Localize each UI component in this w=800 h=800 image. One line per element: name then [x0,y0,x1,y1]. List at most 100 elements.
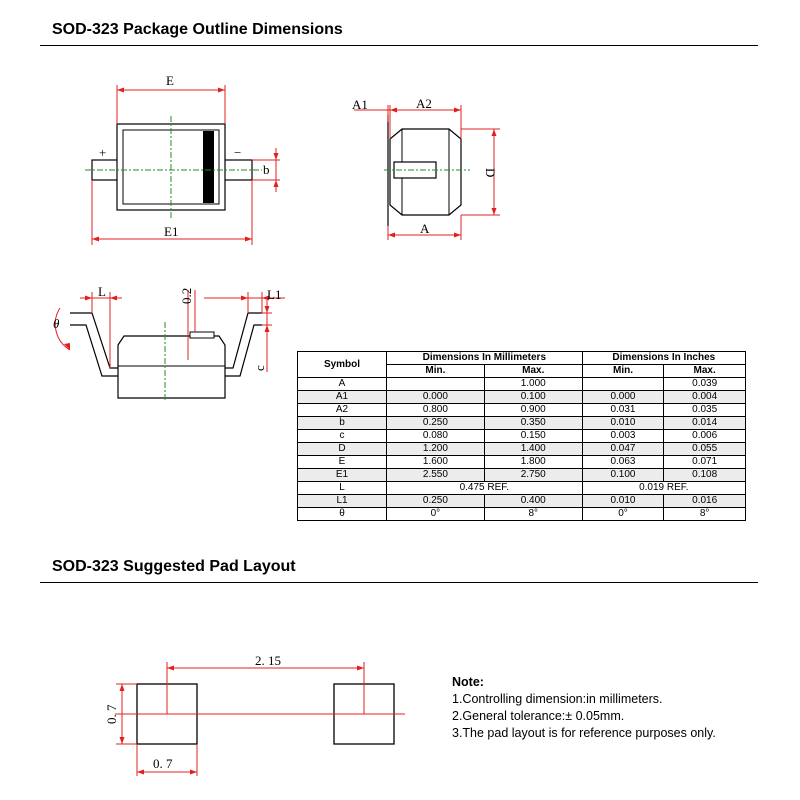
table-row: A1 0.000 0.100 0.000 0.004 [297,390,746,404]
cell-in-min: 0.100 [581,468,665,482]
plus-mark: + [99,145,106,160]
pad-section-rule [40,582,758,583]
cell-in-max: 0.014 [663,416,746,430]
cell-in-min: 0.031 [581,403,665,417]
label-pad-height: 0. 7 [104,704,119,724]
cell-in-max: 0.039 [663,377,746,391]
cell-in-max: 0.016 [663,494,746,508]
label-L1: L1 [267,287,281,302]
cell-symbol: A2 [297,403,387,417]
cell-mm-max: 0.400 [483,494,583,508]
label-b: b [263,162,270,177]
table-row: b 0.250 0.350 0.010 0.014 [297,416,746,430]
label-0-2: 0.2 [179,288,194,304]
cell-mm-max: 1.400 [483,442,583,456]
front-view-left-lead [70,312,120,369]
table-row: c 0.080 0.150 0.003 0.006 [297,429,746,443]
cell-mm-max: 0.350 [483,416,583,430]
cell-in-min: 0.000 [581,390,665,404]
label-D: D [483,168,498,177]
mm-header: Dimensions In Millimeters [386,351,583,365]
table-row: E 1.600 1.800 0.063 0.071 [297,455,746,469]
cell-symbol: E [297,455,387,469]
cell-symbol: A [297,377,387,391]
cell-mm-max: 1.000 [483,377,583,391]
cell-symbol: b [297,416,387,430]
cell-in-max: 0.006 [663,429,746,443]
cell-in-max: 0.108 [663,468,746,482]
cell-mm-min: 1.600 [386,455,485,469]
label-A: A [420,221,430,236]
cell-mm-min: 0.080 [386,429,485,443]
cell-in-min: 0.047 [581,442,665,456]
side-view-drawing: A1 A2 A D [352,96,500,240]
label-pad-width: 0. 7 [153,756,173,771]
cell-mm-max: 0.900 [483,403,583,417]
cell-mm-ref: 0.475 REF. [386,481,583,495]
note-line: 3.The pad layout is for reference purpos… [452,726,716,740]
cell-mm-max: 8° [483,507,583,521]
note-line: 2.General tolerance:± 0.05mm. [452,709,625,723]
dimension-table: Symbol Dimensions In Millimeters Dimensi… [297,351,747,521]
cell-symbol: A1 [297,390,387,404]
cell-in-max: 0.055 [663,442,746,456]
cell-mm-min: 0.250 [386,494,485,508]
cell-mm-max: 2.750 [483,468,583,482]
label-c: c [252,365,267,371]
table-row: D 1.200 1.400 0.047 0.055 [297,442,746,456]
label-E1: E1 [164,224,178,239]
cell-mm-min: 0° [386,507,485,521]
in-min-header: Min. [581,364,665,378]
cell-in-max: 0.071 [663,455,746,469]
cell-in-min: 0° [581,507,665,521]
top-view-drawing: + − E E1 b [85,73,280,245]
front-view-drawing: 0.2 L L1 c θ [53,284,285,402]
table-row: L 0.475 REF. 0.019 REF. [297,481,747,495]
mm-min-header: Min. [386,364,485,378]
cell-symbol: L [297,481,387,495]
front-view-body [117,335,226,399]
cell-mm-max: 0.150 [483,429,583,443]
front-view-right-lead [223,312,262,369]
note-line: 1.Controlling dimension:in millimeters. [452,692,663,706]
cell-in-min [581,377,665,391]
cell-in-max: 0.035 [663,403,746,417]
pad-section-title: SOD-323 Suggested Pad Layout [52,558,296,575]
cell-in-min: 0.063 [581,455,665,469]
notes-block: Note: 1.Controlling dimension:in millime… [452,674,716,742]
inches-header: Dimensions In Inches [581,351,747,365]
cell-mm-max: 0.100 [483,390,583,404]
cell-symbol: L1 [297,494,387,508]
cell-in-min: 0.010 [581,416,665,430]
cell-mm-min: 2.550 [386,468,485,482]
cell-symbol: θ [297,507,387,521]
table-row: A2 0.800 0.900 0.031 0.035 [297,403,746,417]
in-max-header: Max. [663,364,746,378]
label-pad-pitch: 2. 15 [255,653,281,668]
cell-symbol: E1 [297,468,387,482]
cell-mm-max: 1.800 [483,455,583,469]
cell-mm-min: 1.200 [386,442,485,456]
label-E: E [166,73,174,88]
note-title: Note: [452,675,484,689]
cell-mm-min: 0.250 [386,416,485,430]
cell-symbol: D [297,442,387,456]
cell-in-max: 8° [663,507,746,521]
table-row: E1 2.550 2.750 0.100 0.108 [297,468,746,482]
cell-mm-min [386,377,485,391]
cell-mm-min: 0.800 [386,403,485,417]
table-row: θ 0° 8° 0° 8° [297,507,746,521]
label-L: L [98,284,106,299]
label-A2: A2 [416,96,432,111]
cell-mm-min: 0.000 [386,390,485,404]
label-theta: θ [53,316,60,331]
cell-in-max: 0.004 [663,390,746,404]
cell-in-min: 0.010 [581,494,665,508]
mm-max-header: Max. [483,364,583,378]
label-A1: A1 [352,97,368,112]
table-row: A 1.000 0.039 [297,377,746,391]
cell-in-min: 0.003 [581,429,665,443]
theta-arc [54,307,71,351]
cathode-band [203,131,214,203]
